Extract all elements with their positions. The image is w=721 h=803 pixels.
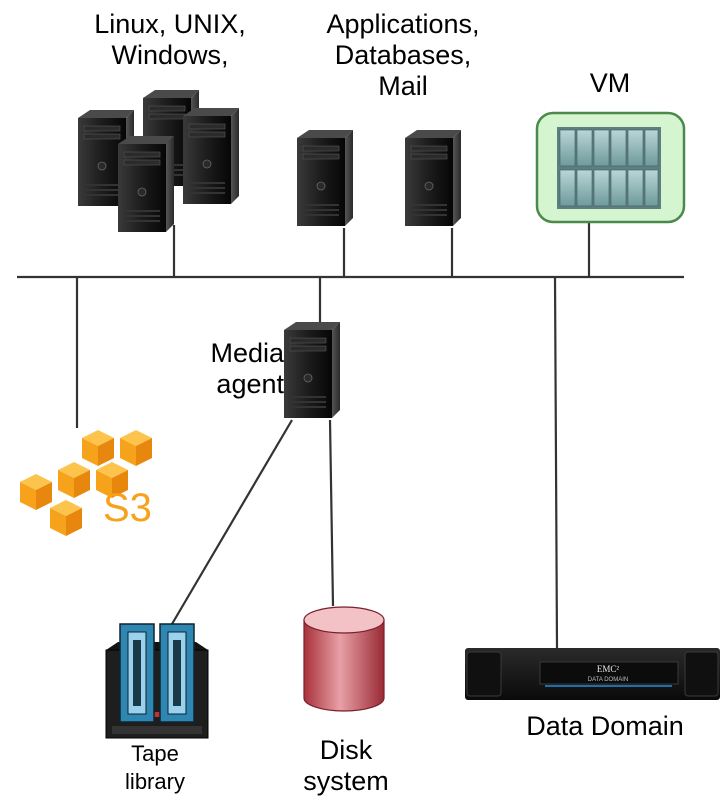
os-server-cluster xyxy=(77,89,240,233)
tape-library-link xyxy=(171,419,293,625)
app-server-1 xyxy=(296,129,354,227)
app-server-2 xyxy=(404,129,462,227)
tape-library-label: Tape library xyxy=(125,741,185,794)
emc-brand-text: EMC² xyxy=(597,664,620,674)
media-agent-label: Media agent xyxy=(210,338,284,399)
applications-label: Applications, Databases, Mail xyxy=(326,9,480,101)
emc-product-text: DATA DOMAIN xyxy=(588,677,628,683)
aws-s3-icon: S3 xyxy=(20,430,152,536)
data-domain-link xyxy=(553,276,559,649)
connection-lines xyxy=(17,222,684,649)
disk-system-icon xyxy=(303,606,385,712)
disk-system-label: Disk system xyxy=(303,735,389,796)
data-domain-appliance-icon: EMC² DATA DOMAIN xyxy=(465,648,720,700)
vm-label: VM xyxy=(589,68,631,98)
data-domain-label: Data Domain xyxy=(526,711,684,741)
vm-icon xyxy=(535,111,686,224)
os-servers-label: Linux, UNIX, Windows, xyxy=(94,9,246,70)
media-agent-server xyxy=(283,321,341,419)
s3-logo-text: S3 xyxy=(103,486,152,530)
disk-system-link xyxy=(328,419,335,607)
tape-library-icon xyxy=(105,623,209,739)
